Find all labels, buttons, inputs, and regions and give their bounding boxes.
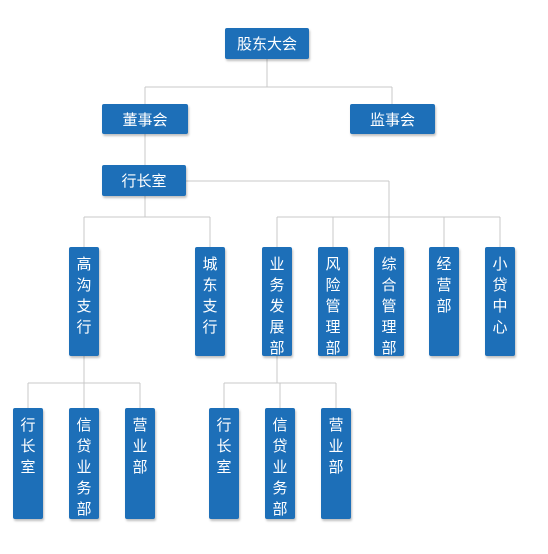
node-char: 业 [269,255,285,273]
gaogou-sales-dept-node: 营业部 [125,408,155,519]
node-char: 营 [328,416,344,434]
node-char: 贷 [76,437,92,455]
node-char: 贷 [272,437,288,455]
shareholders-node: 股东大会 [225,28,309,59]
node-char: 支 [76,297,92,315]
node-char: 险 [325,276,341,294]
node-char: 理 [381,318,397,336]
node-char: 心 [492,318,508,336]
node-char: 风 [325,255,341,273]
node-char: 业 [132,437,148,455]
node-char: 管 [325,297,341,315]
node-char: 营 [436,276,452,294]
business-dev-node: 业务发展部 [262,247,292,357]
president-office-node: 行长室 [102,165,186,196]
node-char: 城 [202,255,218,273]
node-char: 长 [216,437,232,455]
node-char: 发 [269,297,285,315]
risk-mgmt-node: 风险管理部 [318,247,348,357]
node-char: 行 [216,416,232,434]
node-char: 部 [269,339,285,357]
node-char: 经 [436,255,452,273]
node-char: 支 [202,297,218,315]
node-char: 部 [381,339,397,357]
supervisors-node: 监事会 [350,104,435,134]
node-char: 业 [76,458,92,476]
node-char: 展 [269,318,285,336]
bizdev-credit-dept-node: 信贷业务部 [265,408,295,519]
node-char: 沟 [76,276,92,294]
node-char: 贷 [492,276,508,294]
node-char: 合 [381,276,397,294]
node-char: 务 [76,479,92,497]
chengdong-branch-node: 城东支行 [195,247,225,356]
gaogou-branch-node: 高沟支行 [69,247,99,356]
node-char: 室 [216,458,232,476]
node-char: 行 [76,318,92,336]
board-node: 董事会 [102,104,188,134]
bizdev-president-office-node: 行长室 [209,408,239,519]
node-char: 营 [132,416,148,434]
node-char: 部 [325,339,341,357]
node-char: 信 [76,416,92,434]
node-char: 部 [132,458,148,476]
node-char: 业 [328,437,344,455]
node-char: 部 [272,500,288,518]
node-char: 管 [381,297,397,315]
node-char: 务 [269,276,285,294]
node-char: 部 [328,458,344,476]
node-char: 高 [76,255,92,273]
general-mgmt-node: 综合管理部 [374,247,404,357]
microloan-center-node: 小贷中心 [485,247,515,356]
gaogou-president-office-node: 行长室 [13,408,43,519]
node-char: 中 [492,297,508,315]
node-char: 部 [76,500,92,518]
node-char: 东 [202,276,218,294]
node-char: 室 [20,458,36,476]
node-char: 综 [381,255,397,273]
node-char: 行 [202,318,218,336]
node-char: 业 [272,458,288,476]
node-char: 理 [325,318,341,336]
node-char: 行 [20,416,36,434]
node-char: 小 [492,255,508,273]
node-char: 长 [20,437,36,455]
gaogou-credit-dept-node: 信贷业务部 [69,408,99,519]
operations-node: 经营部 [429,247,459,356]
node-char: 信 [272,416,288,434]
node-char: 部 [436,297,452,315]
bizdev-sales-dept-node: 营业部 [321,408,351,519]
node-char: 务 [272,479,288,497]
